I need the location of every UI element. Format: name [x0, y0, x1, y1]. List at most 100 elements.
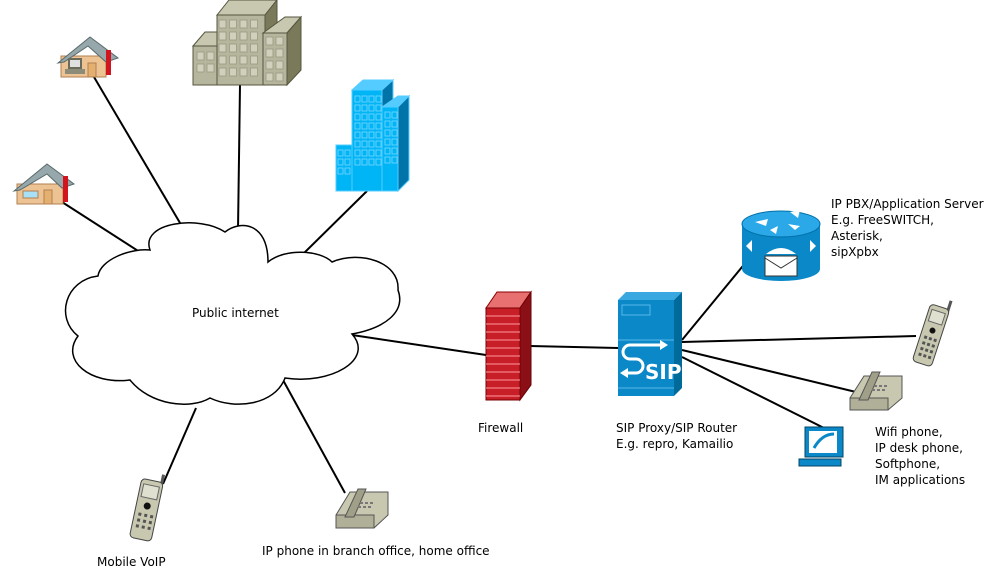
pbx-label-line: sipXpbx: [831, 245, 879, 259]
window: [275, 72, 284, 82]
house-with-computer-icon: [56, 36, 120, 78]
window: [927, 355, 932, 360]
window: [337, 167, 344, 175]
window: [368, 95, 375, 103]
link-house1-cloud: [93, 76, 184, 229]
window: [928, 336, 933, 341]
sip-proxy-label-line: SIP Proxy/SIP Router: [616, 421, 738, 435]
pbx-router-icon: [741, 210, 821, 281]
endpoints-label-line: Softphone,: [875, 457, 941, 471]
window: [354, 122, 361, 130]
window: [196, 51, 205, 61]
wifi-phone-icon: [912, 300, 953, 367]
window: [250, 67, 258, 77]
firewall-label: Firewall: [478, 421, 524, 435]
window: [391, 120, 398, 128]
link-bluebuilding-cloud: [299, 190, 368, 258]
window: [361, 158, 368, 166]
window: [361, 104, 368, 112]
window: [384, 111, 391, 119]
window: [206, 51, 215, 61]
link-firewall-sip: [529, 345, 619, 349]
window: [275, 48, 284, 58]
window: [923, 335, 928, 340]
window: [250, 31, 258, 41]
window: [361, 95, 368, 103]
window: [265, 36, 274, 46]
blue-building-windows: [337, 95, 398, 175]
window: [375, 131, 382, 139]
sip-proxy-label-line: E.g. repro, Kamailio: [616, 437, 734, 451]
window: [239, 31, 248, 41]
window: [375, 122, 382, 130]
window: [206, 63, 215, 73]
softphone-computer-icon: [798, 426, 844, 467]
window: [924, 348, 929, 353]
link-sip-desk: [681, 349, 857, 393]
link-cloud-branch: [282, 379, 346, 494]
window: [337, 158, 344, 166]
window: [926, 342, 931, 347]
window: [239, 67, 248, 77]
pbx-label-line: IP PBX/Application Server: [831, 197, 984, 211]
window: [354, 149, 361, 157]
sip-proxy-label: SIP Proxy/SIP Router E.g. repro, Kamaili…: [616, 420, 737, 452]
window: [368, 140, 375, 148]
connections: [61, 76, 917, 494]
window: [337, 149, 344, 157]
branch-desk-phone-icon: [335, 488, 389, 529]
window: [384, 138, 391, 146]
window: [384, 129, 391, 137]
window: [250, 43, 258, 53]
window: [229, 43, 237, 53]
link-sip-wifi: [681, 335, 917, 343]
cloud-label: Public internet: [192, 306, 279, 320]
house-icon: [12, 163, 76, 205]
endpoints-label: Wifi phone, IP desk phone, Softphone, IM…: [875, 424, 965, 488]
pbx-label-line: E.g. FreeSWITCH,: [831, 213, 934, 227]
window: [229, 55, 237, 65]
window: [391, 147, 398, 155]
sip-server-icon: SIP: [618, 292, 682, 396]
mobile-phone-icon: [129, 474, 166, 542]
window: [218, 43, 227, 53]
window: [239, 19, 248, 29]
window: [218, 55, 227, 65]
window: [344, 158, 351, 166]
window: [929, 349, 934, 354]
link-cloud-mobile: [162, 407, 197, 485]
window: [368, 113, 375, 121]
pbx-label: IP PBX/Application Server E.g. FreeSWITC…: [831, 196, 984, 260]
window: [354, 131, 361, 139]
window: [933, 338, 937, 343]
sip-logo-text: SIP: [645, 360, 682, 384]
endpoints-label-line: IM applications: [875, 473, 966, 487]
window: [218, 31, 227, 41]
window: [384, 147, 391, 155]
link-building-cloud: [237, 84, 241, 231]
window: [391, 111, 398, 119]
window: [368, 131, 375, 139]
link-house2-cloud: [61, 201, 147, 257]
window: [354, 95, 361, 103]
pbx-label-line: Asterisk,: [831, 229, 883, 243]
window: [275, 36, 284, 46]
window: [922, 354, 927, 358]
window: [391, 156, 398, 164]
endpoints-label-line: IP desk phone,: [875, 441, 963, 455]
link-cloud-firewall: [351, 334, 487, 356]
endpoints-label-line: Wifi phone,: [875, 425, 943, 439]
window: [368, 158, 375, 166]
window: [368, 149, 375, 157]
desk-phone-icon: [849, 371, 903, 411]
window: [265, 60, 274, 70]
window: [218, 67, 227, 77]
window: [250, 19, 258, 29]
window: [375, 113, 382, 121]
window: [918, 352, 922, 357]
cloud-icon: [64, 222, 401, 405]
window: [344, 167, 351, 175]
window: [250, 55, 258, 65]
